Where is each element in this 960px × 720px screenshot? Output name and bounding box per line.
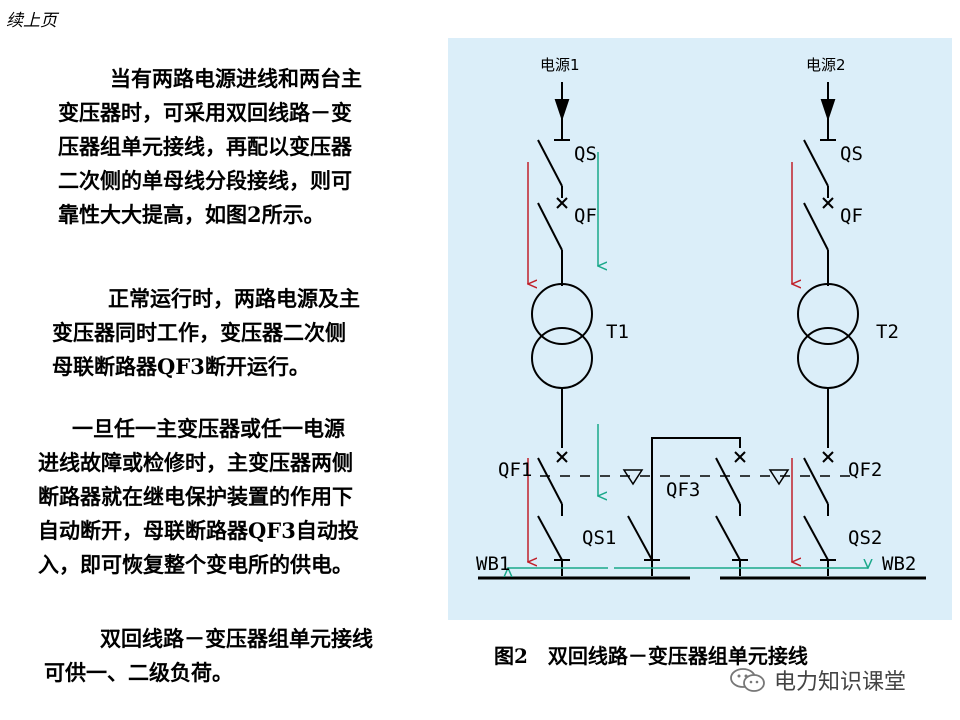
text-line: 双回线路－变压器组单元接线 bbox=[100, 626, 373, 651]
label-wb1: WB1 bbox=[476, 553, 510, 575]
qs-left-blade bbox=[537, 139, 563, 187]
label-qs1: QS1 bbox=[582, 527, 616, 549]
transformer-t1-secondary bbox=[531, 327, 593, 389]
label-qf-right: QF bbox=[840, 205, 863, 227]
paragraph-intro: 当有两路电源进线和两台主 变压器时，可采用双回线路－变 压器组单元接线，再配以变… bbox=[58, 62, 362, 232]
transformer-t2-primary bbox=[797, 283, 859, 345]
bus-tie-line bbox=[651, 437, 741, 576]
text-line: 靠性大大提高，如图2所示。 bbox=[58, 202, 325, 227]
qf2-blade bbox=[803, 457, 829, 505]
incoming-arrow-2 bbox=[820, 99, 836, 122]
text-line: 母联断路器QF3断开运行。 bbox=[52, 354, 310, 379]
qf-right-blade bbox=[803, 202, 829, 251]
source-2-label: 电源2 bbox=[806, 56, 846, 74]
text-line: 入，即可恢复整个变电所的供电。 bbox=[38, 552, 353, 577]
wechat-icon bbox=[730, 668, 765, 692]
qs-right-blade bbox=[803, 139, 829, 187]
figure-caption: 图2 双回线路－变压器组单元接线 bbox=[494, 644, 808, 668]
label-qf3: QF3 bbox=[666, 479, 700, 501]
paragraph-normal-operation: 正常运行时，两路电源及主 变压器同时工作，变压器二次侧 母联断路器QF3断开运行… bbox=[52, 282, 360, 384]
qf1-mark bbox=[556, 451, 568, 463]
text-line: 可供一、二级负荷。 bbox=[44, 660, 233, 685]
qf3-blade bbox=[715, 457, 741, 505]
label-qs-left: QS bbox=[574, 143, 597, 165]
text-line: 断路器就在继电保护装置的作用下 bbox=[38, 484, 353, 509]
text-line: 压器组单元接线，再配以变压器 bbox=[58, 134, 352, 159]
label-qf2: QF2 bbox=[848, 459, 882, 481]
text-line: 正常运行时，两路电源及主 bbox=[108, 286, 360, 311]
transformer-t1-primary bbox=[531, 283, 593, 345]
protection-triangle-right bbox=[768, 469, 790, 486]
protection-triangle-left bbox=[622, 469, 644, 486]
transformer-t2-secondary bbox=[797, 327, 859, 389]
label-qf1: QF1 bbox=[498, 459, 532, 481]
incoming-arrow-1 bbox=[554, 99, 570, 122]
qf1-blade bbox=[537, 457, 563, 505]
qs2-blade bbox=[803, 515, 829, 561]
text-line: 当有两路电源进线和两台主 bbox=[110, 66, 362, 91]
tie-disconnector-blade bbox=[627, 515, 653, 561]
text-line: 二次侧的单母线分段接线，则可 bbox=[58, 168, 352, 193]
label-qf-left: QF bbox=[574, 205, 597, 227]
qf-left-mark bbox=[556, 197, 568, 209]
corner-label: 续上页 bbox=[6, 11, 57, 31]
watermark-text: 电力知识课堂 bbox=[774, 670, 907, 695]
qf2-mark bbox=[822, 451, 834, 463]
label-t2: T2 bbox=[876, 321, 899, 343]
qf3-disconnector-blade bbox=[715, 515, 741, 561]
watermark: 电力知识课堂 bbox=[728, 664, 906, 696]
label-t1: T1 bbox=[606, 321, 629, 343]
paragraph-fault-operation: 一旦任一主变压器或任一电源 进线故障或检修时，主变压器两侧 断路器就在继电保护装… bbox=[38, 412, 359, 582]
qf-left-blade bbox=[537, 202, 563, 251]
wiring-diagram-svg: 电源1 电源2 bbox=[476, 56, 926, 580]
label-wb2: WB2 bbox=[882, 553, 916, 575]
qf3-mark bbox=[734, 451, 746, 463]
wiring-diagram: 电源1 电源2 bbox=[448, 38, 952, 620]
source-1-label: 电源1 bbox=[540, 56, 580, 74]
qf-right-mark bbox=[822, 197, 834, 209]
text-line: 自动断开，母联断路器QF3自动投 bbox=[38, 518, 359, 543]
paragraph-load-class: 双回线路－变压器组单元接线 可供一、二级负荷。 bbox=[44, 622, 373, 690]
text-line: 变压器同时工作，变压器二次侧 bbox=[52, 320, 346, 345]
text-line: 进线故障或检修时，主变压器两侧 bbox=[38, 450, 353, 475]
text-line: 变压器时，可采用双回线路－变 bbox=[58, 100, 352, 125]
qs1-blade bbox=[537, 515, 563, 561]
label-qs-right: QS bbox=[840, 143, 863, 165]
text-line: 一旦任一主变压器或任一电源 bbox=[72, 416, 345, 441]
label-qs2: QS2 bbox=[848, 527, 882, 549]
